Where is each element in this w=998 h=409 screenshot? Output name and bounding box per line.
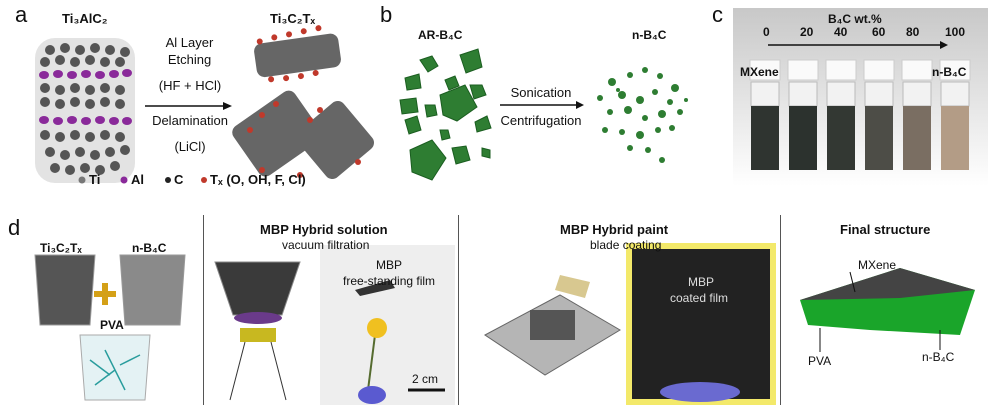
mixing-beakers <box>34 254 186 401</box>
legend-c: C <box>174 172 184 187</box>
vial-liquid <box>941 106 969 170</box>
vial-cap <box>901 59 933 81</box>
vial-cap <box>863 59 895 81</box>
vial-cap <box>825 59 857 81</box>
tick-0: 0 <box>763 25 770 39</box>
beaker-pva-label: PVA <box>100 318 124 332</box>
etching-reagent: (HF + HCl) <box>158 78 222 93</box>
beaker-mxene-label: Ti₃C₂Tₓ <box>40 241 82 255</box>
divider <box>780 215 781 405</box>
film-label-line1: MBP <box>376 258 403 272</box>
paint-title: MBP Hybrid paint <box>560 222 669 237</box>
panel-label-b: b <box>380 2 393 27</box>
vial-liquid <box>903 106 931 170</box>
tick-40: 40 <box>834 25 848 39</box>
legend-markers <box>78 176 207 184</box>
vial <box>787 59 819 170</box>
ti3alc2-crystal <box>35 38 135 183</box>
panel-label-d: d <box>8 215 21 240</box>
tick-100: 100 <box>945 25 966 39</box>
vial <box>863 59 895 170</box>
panel-label-c: c <box>712 2 723 27</box>
n-b4c-particles <box>597 67 688 163</box>
legend-ti: Ti <box>89 172 101 187</box>
divider <box>203 215 204 405</box>
free-standing-film-photo <box>320 245 455 405</box>
vial-glass <box>864 81 894 107</box>
etching-step-line1: Al Layer <box>165 35 214 50</box>
coated-film-line1: MBP <box>688 275 715 289</box>
ti3c2tx-flakes <box>232 25 374 179</box>
delamination-reagent: (LiCl) <box>174 139 206 154</box>
tick-20: 20 <box>800 25 814 39</box>
divider <box>458 215 459 405</box>
scale-bar-label: 2 cm <box>412 372 439 386</box>
vial-liquid <box>751 106 779 170</box>
vacuum-filtration-setup <box>214 261 301 401</box>
vial-liquid <box>827 106 855 170</box>
vial-glass <box>750 81 780 107</box>
product-formula: Ti₃C₂Tₓ <box>270 11 316 26</box>
vial-cap <box>939 59 971 81</box>
solution-method: vacuum filtration <box>282 238 370 252</box>
paint-method: blade coating <box>590 238 662 252</box>
wt-arrow <box>768 41 948 49</box>
coated-film-photo <box>626 243 776 405</box>
vial <box>939 59 971 170</box>
ar-b4c-particles <box>399 48 492 181</box>
n-b4c-vial-label: n-B₄C <box>932 65 967 79</box>
vial-liquid <box>789 106 817 170</box>
etching-arrow <box>145 102 232 110</box>
vial-liquid <box>865 106 893 170</box>
sonication-step: Sonication <box>510 85 572 100</box>
final-structure-model <box>800 268 975 352</box>
vial-glass <box>788 81 818 107</box>
pva-label: PVA <box>808 354 832 368</box>
centrifugation-step: Centrifugation <box>500 113 582 128</box>
mxene-vial-label: MXene <box>740 65 779 79</box>
vial-glass <box>902 81 932 107</box>
vial <box>825 59 857 170</box>
tick-60: 60 <box>872 25 886 39</box>
panel-label-a: a <box>15 2 28 27</box>
vial-cap <box>787 59 819 81</box>
mxene-layer-label: MXene <box>858 258 897 272</box>
solution-title: MBP Hybrid solution <box>260 222 388 237</box>
final-title: Final structure <box>840 222 931 237</box>
film-label-line2: free-standing film <box>343 274 436 288</box>
tick-80: 80 <box>906 25 920 39</box>
vial-glass <box>826 81 856 107</box>
etching-step-line2: Etching <box>167 52 212 67</box>
n-b4c-label: n-B₄C <box>632 28 667 42</box>
blade-coater <box>484 275 621 376</box>
vial <box>901 59 933 170</box>
vial <box>749 59 781 170</box>
vial-cap <box>749 59 781 81</box>
ar-b4c-label: AR-B₄C <box>418 28 463 42</box>
coated-film-line2: coated film <box>670 291 729 305</box>
reactant-formula: Ti₃AlC₂ <box>62 11 108 26</box>
n-b4c-final-label: n-B₄C <box>922 350 955 364</box>
vial-group <box>749 59 971 170</box>
legend-al: Al <box>131 172 144 187</box>
b4c-wt-axis-title: B₄C wt.% <box>828 12 882 26</box>
delamination-step: Delamination <box>152 113 228 128</box>
legend-tx: Tₓ (O, OH, F, Cl) <box>210 172 306 187</box>
sonication-arrow <box>500 101 584 109</box>
beaker-n-b4c-label: n-B₄C <box>132 241 167 255</box>
